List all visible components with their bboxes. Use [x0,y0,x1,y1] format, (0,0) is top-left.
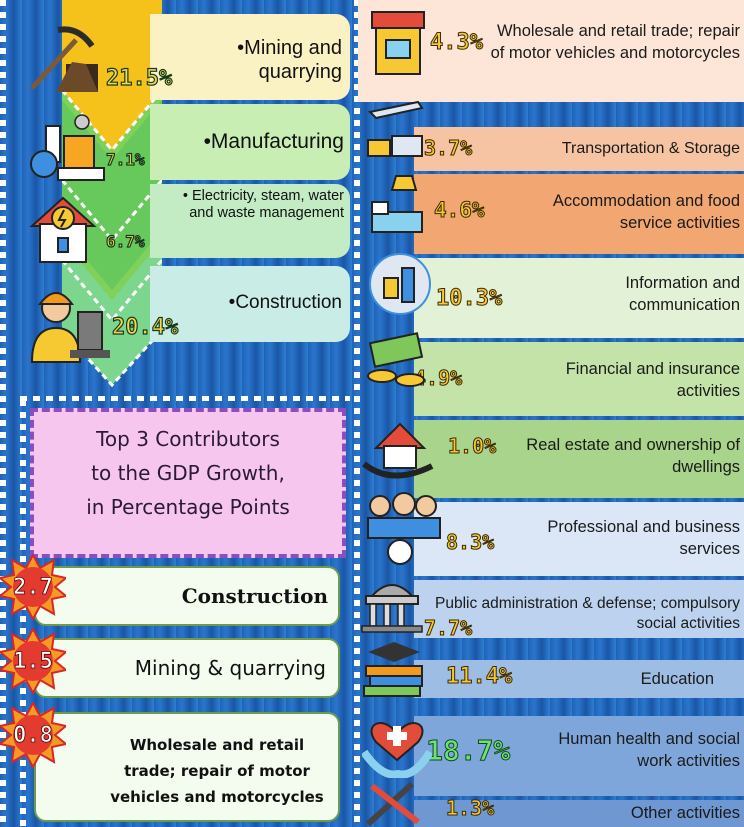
top3-value-burst: 1.5 [0,626,69,696]
center-dotted-border [354,0,360,827]
house-hand-icon [362,422,434,479]
industry-label: •Construction [228,292,342,313]
service-label: Financial and insurance activities [565,360,740,400]
service-percent: 8.3% [445,530,495,555]
service-row-financial [414,342,744,416]
service-row-information [414,258,744,338]
service-label: Transportation & Storage [561,140,740,157]
service-label: Wholesale and retail trade; repair of mo… [490,22,740,62]
service-label: Other activities [630,804,740,822]
industry-card-electricity: • Electricity, steam, water and waste ma… [150,184,350,258]
service-row-health [414,716,744,796]
top3-title-line: in Percentage Points [86,495,290,519]
factory-globe-icon [30,114,105,181]
service-label: Professional and business services [547,518,740,558]
service-percent: 4.6% [434,198,486,223]
top3-title-box: Top 3 Contributors to the GDP Growth, in… [30,408,346,558]
service-percent: 10.3% [435,286,503,312]
service-percent: 7.7% [423,616,473,641]
service-row-professional [414,502,744,576]
service-row-other [414,800,744,827]
industry-card-mining: •Mining and quarrying [150,14,350,100]
industry-percent: 7.1% [105,149,145,169]
industry-label: •Manufacturing [203,130,344,153]
service-row-transport [414,127,744,171]
service-row-public-admin [414,580,744,638]
top3-title-line: Top 3 Contributors [96,427,280,451]
top3-title-line: to the GDP Growth, [91,461,285,485]
inner-dotted-border [20,400,26,827]
business-team-icon [367,492,441,565]
top3-label: Construction [181,584,328,608]
industry-percent: 20.4% [111,314,179,340]
books-education-icon [363,642,423,697]
bed-lamp-icon [371,175,423,233]
service-percent: 18.7% [425,734,511,768]
health-heart-icon [362,722,432,778]
service-label: Education [640,670,714,688]
top3-card-mining: Mining & quarrying [34,638,340,698]
service-row-accommodation [414,174,744,254]
service-label: Accommodation and food service activitie… [552,192,740,232]
top3-value: 1.5 [13,648,54,674]
top3-value-burst: 2.7 [0,552,69,622]
house-power-icon [29,196,97,263]
store-icon [371,11,425,75]
government-building-icon [361,584,423,633]
service-label: Public administration & defense; compuls… [435,595,740,632]
top3-value: 2.7 [13,574,54,600]
service-percent: 11.4% [445,664,513,690]
top3-dotted-top [20,396,350,401]
left-dotted-border [0,0,6,827]
service-label: Human health and social work activities [558,730,740,770]
industry-percent: 6.7% [105,231,145,251]
plane-truck-icon [367,100,424,157]
industry-percent: 21.5% [105,65,173,91]
service-percent: 1.0% [447,434,497,459]
service-percent: 1.3% [445,796,495,821]
top3-label: Mining & quarrying [134,656,326,680]
service-percent: 3.7% [423,136,473,161]
construction-worker-icon [30,292,110,363]
top3-card-construction: Construction [34,566,340,626]
smart-city-icon [369,253,431,315]
pickaxe-mining-icon [30,26,98,92]
service-label: Information and communication [625,274,740,314]
industry-card-manufacturing: •Manufacturing [150,104,350,180]
service-label: Real estate and ownership of dwellings [526,436,740,476]
top3-label: Wholesale and retail trade; repair of mo… [110,736,324,806]
money-coins-icon [367,332,425,387]
tools-icon [365,781,420,827]
top3-value: 0.8 [13,722,54,748]
service-percent: 4.3% [430,30,484,56]
industry-label: •Mining and quarrying [237,37,342,83]
top3-card-wholesale: Wholesale and retail trade; repair of mo… [34,712,340,822]
industry-card-construction: •Construction [150,266,350,342]
service-row-education [414,660,744,698]
industry-label: • Electricity, steam, water and waste ma… [182,188,344,221]
service-row-real-estate [414,420,744,498]
top3-value-burst: 0.8 [0,700,69,770]
